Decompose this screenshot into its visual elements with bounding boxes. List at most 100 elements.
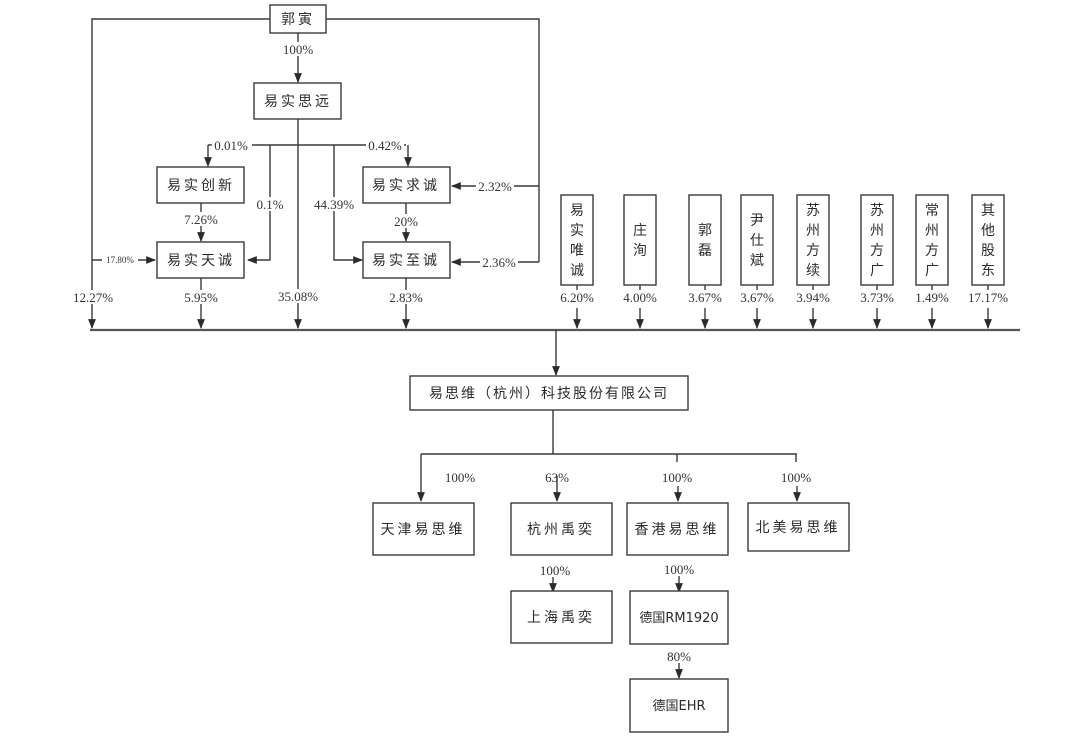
shareholder-name-char: 他 bbox=[981, 223, 995, 239]
pct-guo-to-company: 12.27% bbox=[73, 290, 113, 305]
pct-siyuan-to-zhicheng: 44.39% bbox=[314, 197, 354, 212]
vertical-shareholder-node: 庄洵 4.00% bbox=[623, 194, 657, 305]
node-label: 易实至诚 bbox=[372, 253, 440, 269]
node-label: 易实创新 bbox=[167, 178, 235, 194]
shareholder-pct-label: 3.67% bbox=[688, 290, 722, 305]
node-company: 易思维（杭州）科技股份有限公司 bbox=[409, 375, 689, 411]
guo-left-branch-line bbox=[88, 18, 270, 329]
pct-siyuan-to-chuangxin: 0.01% bbox=[214, 138, 248, 153]
shareholder-pct-label: 6.20% bbox=[560, 290, 594, 305]
shareholder-pct-label: 3.73% bbox=[860, 290, 894, 305]
shareholder-name-char: 诚 bbox=[570, 263, 584, 279]
pct-hongkong-to-rm1920: 100% bbox=[664, 562, 695, 577]
node-guo-yin: 郭寅 bbox=[269, 4, 327, 34]
pct-siyuan-to-tiancheng: 0.1% bbox=[256, 197, 283, 212]
pct-chuangxin-to-tiancheng: 7.26% bbox=[184, 212, 218, 227]
node-label: 易实思远 bbox=[264, 94, 332, 110]
node-germany-rm1920: 德国RM1920 bbox=[629, 590, 729, 645]
pct-company-to-tianjin: 100% bbox=[445, 470, 476, 485]
node-tianjin: 天津易思维 bbox=[372, 502, 475, 556]
shareholder-name-char: 州 bbox=[806, 223, 820, 239]
node-label: 德国RM1920 bbox=[639, 611, 718, 626]
node-shanghai-yuyi: 上海禹奕 bbox=[510, 590, 613, 644]
shareholder-name-char: 洵 bbox=[633, 243, 647, 259]
pct-guo-to-tiancheng: 17.80% bbox=[106, 255, 134, 265]
shareholder-name-char: 续 bbox=[806, 262, 820, 279]
shareholder-name-char: 仕 bbox=[750, 233, 764, 249]
pct-rm1920-to-ehr: 80% bbox=[667, 649, 691, 664]
node-hangzhou-yuyi: 杭州禹奕 bbox=[510, 502, 613, 556]
pct-guo-to-zhicheng: 2.36% bbox=[482, 255, 516, 270]
node-label: 易思维（杭州）科技股份有限公司 bbox=[429, 386, 669, 402]
node-yi-shi-si-yuan: 易实思远 bbox=[253, 82, 342, 120]
node-label: 北美易思维 bbox=[756, 520, 841, 536]
node-label: 郭寅 bbox=[281, 11, 315, 28]
pct-siyuan-to-company: 35.08% bbox=[278, 289, 318, 304]
shareholder-name-char: 方 bbox=[806, 243, 820, 259]
connectors bbox=[88, 18, 1020, 679]
to-tiancheng-line bbox=[247, 145, 271, 264]
node-yi-shi-qiu-cheng: 易实求诚 bbox=[362, 166, 451, 204]
shareholder-name-char: 郭 bbox=[698, 222, 712, 239]
pct-qiucheng-to-zhicheng: 20% bbox=[394, 214, 418, 229]
pct-hangzhou-to-shanghai: 100% bbox=[540, 563, 571, 578]
shareholder-name-char: 股 bbox=[981, 243, 995, 259]
node-label: 杭州禹奕 bbox=[527, 522, 595, 538]
shareholder-name-char: 易 bbox=[570, 203, 584, 219]
shareholder-name-char: 方 bbox=[870, 243, 884, 259]
vertical-shareholders: 易实唯诚6.20%庄洵4.00%郭磊3.67%尹仕斌3.67%苏州方续3.94%… bbox=[560, 194, 1008, 305]
shareholder-name-char: 州 bbox=[870, 223, 884, 239]
shareholder-name-char: 广 bbox=[925, 263, 939, 279]
pct-zhicheng-to-company: 2.83% bbox=[389, 290, 423, 305]
shareholder-name-char: 庄 bbox=[633, 222, 647, 239]
node-label: 上海禹奕 bbox=[527, 610, 595, 626]
pct-company-to-hongkong: 100% bbox=[662, 470, 693, 485]
pct-tiancheng-to-company: 5.95% bbox=[184, 290, 218, 305]
vertical-shareholder-node: 尹仕斌 3.67% bbox=[740, 194, 774, 305]
shareholder-name-char: 其 bbox=[981, 203, 995, 219]
node-label: 易实求诚 bbox=[372, 178, 440, 194]
shareholder-pct-label: 1.49% bbox=[915, 290, 949, 305]
pct-guo-to-siyuan: 100% bbox=[283, 42, 314, 57]
shareholder-name-char: 磊 bbox=[698, 243, 712, 259]
shareholder-pct-label: 17.17% bbox=[968, 290, 1008, 305]
node-yi-shi-zhi-cheng: 易实至诚 bbox=[362, 241, 451, 279]
pct-siyuan-to-qiucheng: 0.42% bbox=[368, 138, 402, 153]
shareholder-pct-label: 4.00% bbox=[623, 290, 657, 305]
shareholder-name-char: 实 bbox=[570, 223, 584, 239]
node-label: 天津易思维 bbox=[381, 522, 466, 538]
shareholder-name-char: 苏 bbox=[806, 203, 820, 219]
shareholder-name-char: 斌 bbox=[750, 253, 764, 269]
vertical-shareholder-node: 郭磊 3.67% bbox=[688, 194, 722, 305]
shareholder-name-char: 州 bbox=[925, 223, 939, 239]
pct-company-to-hangzhou: 63% bbox=[545, 470, 569, 485]
shareholder-name-char: 东 bbox=[981, 263, 995, 279]
guo-right-branch-line bbox=[326, 18, 540, 262]
shareholder-name-char: 唯 bbox=[570, 243, 584, 259]
to-zhicheng-line bbox=[333, 145, 363, 264]
shareholder-name-char: 尹 bbox=[750, 213, 764, 229]
pct-guo-to-qiucheng: 2.32% bbox=[478, 179, 512, 194]
shareholder-name-char: 常 bbox=[925, 203, 939, 219]
node-yi-shi-chuang-xin: 易实创新 bbox=[156, 166, 245, 204]
pct-company-to-northamerica: 100% bbox=[781, 470, 812, 485]
shareholder-name-char: 苏 bbox=[870, 203, 884, 219]
shareholder-name-char: 广 bbox=[870, 263, 884, 279]
node-yi-shi-tian-cheng: 易实天诚 bbox=[156, 241, 245, 279]
node-label: 易实天诚 bbox=[167, 253, 235, 269]
node-label: 德国EHR bbox=[652, 699, 705, 714]
node-north-america: 北美易思维 bbox=[747, 502, 850, 552]
shareholder-pct-label: 3.67% bbox=[740, 290, 774, 305]
node-label: 香港易思维 bbox=[635, 522, 720, 538]
shareholder-pct-label: 3.94% bbox=[796, 290, 830, 305]
node-hongkong: 香港易思维 bbox=[626, 502, 729, 556]
shareholder-name-char: 方 bbox=[925, 243, 939, 259]
node-germany-ehr: 德国EHR bbox=[629, 678, 729, 733]
percentage-labels: 100% 0.01% 0.42% 0.1% 44.39% 7.26% 20% 1… bbox=[72, 42, 811, 664]
